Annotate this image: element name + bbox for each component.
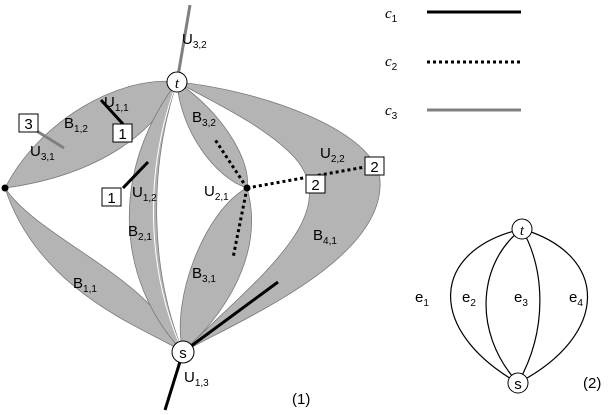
edge-u11 xyxy=(99,98,125,126)
label-b31: B3,1 xyxy=(192,265,216,285)
vertex-right-inner xyxy=(243,184,251,192)
edge-u13-right xyxy=(182,280,279,354)
fig2-edge-e4 xyxy=(517,228,588,384)
edge-labels: U3,2 U1,1 U3,1 U1,2 U2,1 U2,2 U1,3 xyxy=(30,31,345,389)
region-labels: B1,2 B1,1 B2,1 B3,1 B3,2 B4,1 xyxy=(64,109,337,295)
c1-edges xyxy=(99,98,279,411)
fig2-label-e1: e1 xyxy=(415,289,429,309)
fig2-label-e3: e3 xyxy=(514,289,528,309)
svg-text:c3: c3 xyxy=(385,103,398,122)
svg-text:s: s xyxy=(514,376,522,393)
box-u31: 3 xyxy=(18,113,39,133)
box-u11: 1 xyxy=(112,123,133,143)
label-u13: U1,3 xyxy=(184,369,209,389)
fig2-edge-e3 xyxy=(517,228,541,384)
figure-2-caption: (2) xyxy=(583,375,601,392)
fig2-edge-e2 xyxy=(485,228,523,384)
node-t-label: t xyxy=(175,76,180,92)
svg-text:c2: c2 xyxy=(385,54,398,73)
edge-u22 xyxy=(246,165,366,190)
node-s: s xyxy=(171,340,195,364)
label-b21: B2,1 xyxy=(128,223,152,243)
svg-text:1: 1 xyxy=(107,190,115,207)
svg-text:c1: c1 xyxy=(385,6,398,25)
node-t: t xyxy=(166,71,188,93)
figure-1: t s 3 1 1 2 xyxy=(1,4,385,411)
fig2-node-t: t xyxy=(511,218,533,240)
label-u31: U3,1 xyxy=(30,143,55,163)
fig2-edge-e1 xyxy=(450,228,523,384)
edge-u21-up xyxy=(212,137,249,189)
fig2-node-s: s xyxy=(507,372,529,394)
vertex-left xyxy=(1,184,9,192)
edge-u32 xyxy=(175,4,192,83)
label-b32: B3,2 xyxy=(192,109,216,129)
region-b41 xyxy=(176,81,381,353)
c3-edges xyxy=(34,4,192,150)
label-b12: B1,2 xyxy=(64,115,88,135)
label-u32: U3,2 xyxy=(182,31,207,51)
label-u21: U2,1 xyxy=(204,183,229,203)
box-u22-right: 2 xyxy=(364,156,385,176)
legend-c1: c1 xyxy=(385,6,521,25)
label-u12: U1,2 xyxy=(132,184,157,204)
svg-text:2: 2 xyxy=(370,159,378,176)
box-u22-left: 2 xyxy=(305,174,326,194)
node-s-label: s xyxy=(179,345,187,362)
fig2-label-e4: e4 xyxy=(569,289,583,309)
legend-c2: c2 xyxy=(385,54,521,73)
box-u12: 1 xyxy=(101,187,122,207)
legend: c1 c2 c3 xyxy=(385,6,521,122)
fig2-label-e2: e2 xyxy=(462,289,476,309)
figure-2: t s e1 e2 e3 e4 (2) xyxy=(415,218,601,394)
svg-text:3: 3 xyxy=(24,116,32,133)
fig2-edges xyxy=(450,228,588,384)
boxed-labels: 3 1 1 2 2 xyxy=(18,113,385,207)
label-u22: U2,2 xyxy=(320,145,345,165)
svg-text:1: 1 xyxy=(118,126,126,143)
svg-text:t: t xyxy=(520,223,525,239)
c2-edges xyxy=(212,137,366,259)
figure-1-caption: (1) xyxy=(292,391,310,408)
label-b11: B1,1 xyxy=(73,275,97,295)
white-curve xyxy=(152,81,184,353)
legend-c3: c3 xyxy=(385,103,521,122)
fig2-edge-labels: e1 e2 e3 e4 xyxy=(415,289,583,309)
svg-text:2: 2 xyxy=(311,177,319,194)
label-u11: U1,1 xyxy=(104,94,129,114)
edge-u12 xyxy=(121,160,150,190)
label-b41: B4,1 xyxy=(313,227,337,247)
edge-u31 xyxy=(34,128,65,150)
